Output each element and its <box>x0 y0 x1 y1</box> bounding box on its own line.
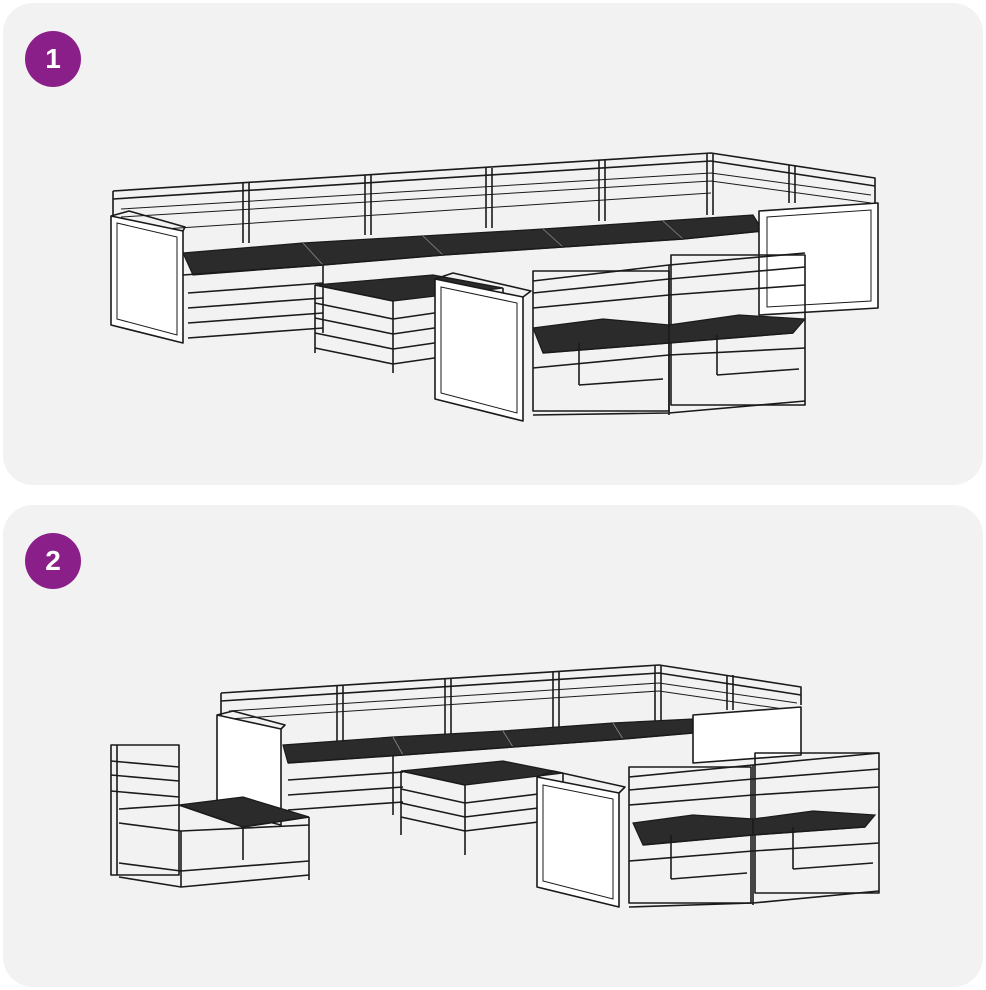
left-arm-panel <box>110 210 186 344</box>
left-arm-panel <box>216 710 286 826</box>
right-arm-panel <box>692 706 802 764</box>
sofa-set-with-module-pulled-out-icon <box>110 664 880 908</box>
front-arm-panel <box>536 770 626 908</box>
pulled-out-module <box>110 744 310 888</box>
step-1-panel: 1 <box>3 3 983 485</box>
front-chairs <box>532 252 807 416</box>
step-2-badge: 2 <box>25 533 81 589</box>
right-arm-panel <box>758 202 879 316</box>
front-arm-panel <box>434 272 532 422</box>
front-chairs <box>628 752 880 908</box>
step-2-panel: 2 <box>3 505 983 987</box>
back-frame <box>112 152 876 243</box>
assembled-sofa-set-icon <box>110 152 879 422</box>
back-frame <box>220 664 802 745</box>
step-1-badge: 1 <box>25 31 81 87</box>
